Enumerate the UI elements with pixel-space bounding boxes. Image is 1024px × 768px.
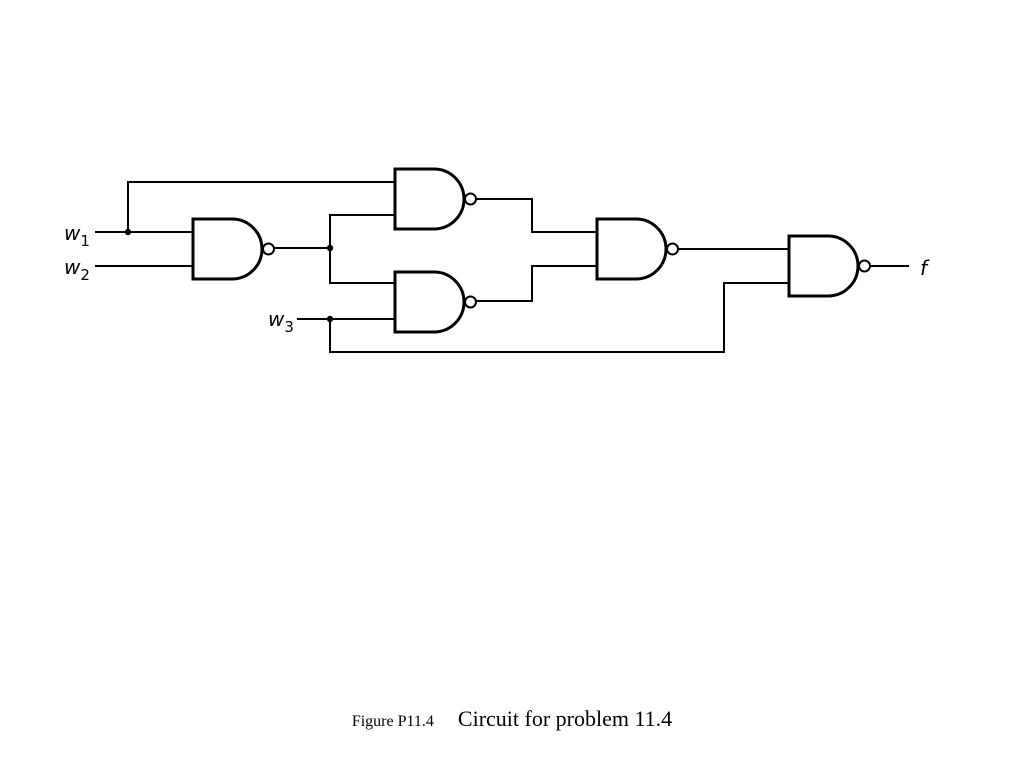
nand-gate-5 (787, 234, 871, 298)
nand-gate-1-bubble (262, 242, 275, 256)
junction-dot-w1 (124, 228, 132, 236)
nand-gate-2-bubble (464, 192, 477, 206)
nand-gate-3-body (393, 270, 466, 334)
nand-gate-3 (393, 270, 477, 334)
wire-gate-1-to-gate-3 (329, 247, 396, 284)
nand-gate-4-body (595, 217, 668, 281)
label-w2: w2 (64, 255, 90, 284)
wire-w1-to-gate-2 (127, 181, 396, 233)
label-w1: w1 (64, 221, 90, 250)
nand-gate-2 (393, 167, 477, 231)
wire-w3-to-gate-5 (329, 282, 790, 353)
nand-gate-1-body (191, 217, 264, 281)
wire-gate-2-to-gate-4 (476, 198, 598, 233)
nand-gate-5-body (787, 234, 860, 298)
nand-gate-4-bubble (666, 242, 679, 256)
junction-dot-w3 (326, 315, 334, 323)
wire-gate-3-to-gate-4 (476, 265, 598, 302)
figure-number: Figure P11.4 (351, 713, 434, 730)
junctions (124, 228, 334, 323)
wire-gate-1-to-gate-2 (329, 214, 396, 249)
nand-gate-5-bubble (858, 259, 871, 273)
nand-gate-1 (191, 217, 275, 281)
wires (95, 181, 909, 353)
figure-title: Circuit for problem 11.4 (457, 706, 673, 731)
junction-dot-gate-1-output (326, 244, 334, 252)
gates (191, 167, 871, 334)
figure-caption: Figure P11.4 Circuit for problem 11.4 (0, 706, 1024, 732)
nand-gate-2-body (393, 167, 466, 231)
label-output-f: f (920, 256, 930, 280)
nand-gate-3-bubble (464, 295, 477, 309)
nand-gate-4 (595, 217, 679, 281)
label-w3: w3 (268, 307, 294, 336)
